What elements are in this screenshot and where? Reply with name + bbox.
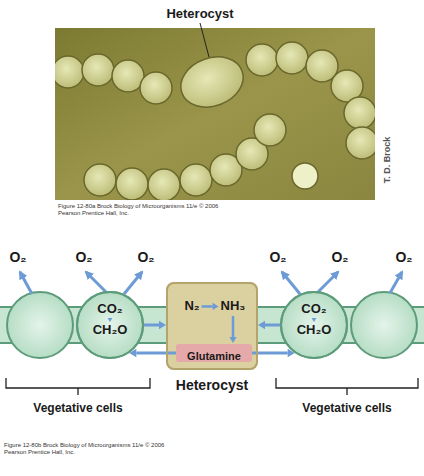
gas-label: O₂ — [75, 249, 92, 265]
cell-heading: Heterocyst — [176, 377, 248, 393]
molecule-label: CH₂O — [93, 323, 128, 338]
text-slot: Figure 12-80b Brock Biology of Microorga… — [4, 440, 174, 458]
text-slot: Vegetative cells — [277, 398, 417, 416]
photo-credit: T. D. Brock — [382, 137, 392, 184]
vegetative-cell: CO₂ CH₂O — [280, 291, 348, 359]
molecule-label: CH₂O — [297, 323, 332, 338]
molecule-label: Glutamine — [187, 350, 241, 363]
text-slot: Heterocyst — [150, 4, 250, 22]
bracket — [276, 378, 418, 395]
flow-arrow — [258, 321, 280, 329]
text-slot: NH₃ — [212, 296, 254, 314]
flow-arrow — [252, 349, 295, 357]
cell-shape — [281, 292, 347, 358]
flow-arrow — [144, 321, 166, 329]
text-slot: CH₂O — [78, 320, 142, 338]
text-slot: O₂ — [131, 248, 161, 266]
molecule-label: N₂ — [184, 299, 199, 314]
text-slot: CO₂ — [78, 299, 142, 317]
cell-shape — [351, 292, 417, 358]
heterocyst-fill — [166, 282, 258, 370]
text-slot: Glutamine — [176, 346, 252, 364]
glutamine-box: Glutamine — [176, 344, 252, 362]
photo-label: Heterocyst — [166, 7, 233, 22]
group-label: Vegetative cells — [33, 402, 122, 416]
cell-shape — [77, 292, 143, 358]
text-slot: O₂ — [263, 248, 293, 266]
molecule-label: NH₃ — [221, 299, 246, 314]
gas-label: O₂ — [331, 249, 348, 265]
bracket — [6, 378, 150, 395]
heterocyst-cell: N₂NH₃HeterocystGlutamine — [166, 282, 258, 370]
text-slot: O₂ — [325, 248, 355, 266]
text-slot: N₂ — [174, 296, 210, 314]
gas-label: O₂ — [9, 249, 26, 265]
text-slot: T. D. Brock — [376, 115, 394, 205]
inner-arrows — [108, 303, 317, 343]
molecule-label: CO₂ — [301, 302, 326, 317]
micrograph — [55, 28, 375, 200]
gas-label: O₂ — [395, 249, 412, 265]
micrograph-cells — [55, 42, 375, 200]
text-slot: Heterocyst — [152, 376, 272, 394]
text-slot: Vegetative cells — [8, 398, 148, 416]
text-slot: CH₂O — [282, 320, 346, 338]
text-slot: CO₂ — [282, 299, 346, 317]
gas-label: O₂ — [137, 249, 154, 265]
figure-caption: Figure 12-80a Brock Biology of Microorga… — [58, 203, 228, 217]
text-slot: Figure 12-80a Brock Biology of Microorga… — [58, 201, 228, 219]
leader-line — [200, 23, 209, 57]
gas-label: O₂ — [269, 249, 286, 265]
flow-arrow — [129, 349, 176, 357]
cell-shape — [7, 292, 73, 358]
molecule-label: CO₂ — [97, 302, 122, 317]
text-slot: O₂ — [69, 248, 99, 266]
text-slot: O₂ — [389, 248, 419, 266]
group-label: Vegetative cells — [302, 402, 391, 416]
figure-caption: Figure 12-80b Brock Biology of Microorga… — [4, 442, 174, 456]
text-slot: O₂ — [3, 248, 33, 266]
vegetative-cell: CO₂ CH₂O — [76, 291, 144, 359]
